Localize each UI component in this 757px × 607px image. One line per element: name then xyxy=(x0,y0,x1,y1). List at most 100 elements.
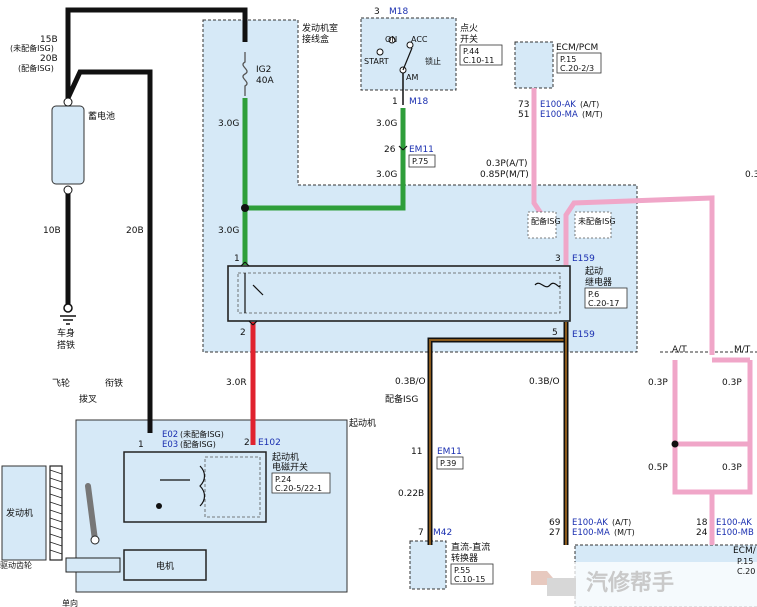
body-ground-icon xyxy=(60,303,76,325)
label-armature: 衔铁 xyxy=(105,377,123,389)
isg-yes-label: 配备ISG xyxy=(531,216,561,226)
rs-ecm: ECM/ xyxy=(733,546,757,556)
shift-fork-icon xyxy=(65,483,121,573)
dcdc-conn-ma-note: (M/T) xyxy=(614,528,635,537)
ign-ref-page: P.44 xyxy=(463,47,479,56)
starter-solenoid xyxy=(123,451,267,523)
ecm-conn-at: E100-AK xyxy=(540,100,576,110)
starter-note-e03: (配备ISG) xyxy=(180,439,216,449)
ign-out-pin: 1 xyxy=(392,97,398,107)
wire-b-o-left xyxy=(427,322,569,545)
ign-em-ref: P.75 xyxy=(412,157,428,166)
dcdc-pin-27: 27 xyxy=(549,528,560,538)
dcdc-wire-022b: 0.22B xyxy=(398,489,424,499)
ecm-ref-code: C.20-2/3 xyxy=(560,64,594,73)
label-20b: 20B xyxy=(40,54,58,64)
rs-w2: 0.3P xyxy=(722,378,742,388)
ign-title-1: 点火 xyxy=(460,23,478,34)
rs-w1: 0.3P xyxy=(648,378,668,388)
ign-pin: 3 xyxy=(374,7,380,17)
bottom-cut-label: 单向 xyxy=(62,598,78,607)
rs-conn-mb: E100-MB xyxy=(716,528,754,538)
rs-ref-code: C.20 xyxy=(737,567,755,576)
ground-label-1: 车身 xyxy=(57,327,75,339)
fuse-ig2 xyxy=(242,52,248,96)
ign-title-2: 开关 xyxy=(460,33,478,45)
ign-pos-start: START xyxy=(364,57,389,66)
dcdc-em-pin: 11 xyxy=(411,447,422,457)
wire-15b xyxy=(65,7,248,98)
rs-pin-18: 18 xyxy=(696,518,708,528)
rs-pin-24: 24 xyxy=(696,528,708,538)
label-15b: 15B xyxy=(40,35,58,45)
label-15b-note: (未配备ISG) xyxy=(10,43,54,53)
starter-conn-e03: E03 xyxy=(162,440,178,450)
ign-em-pin: 26 xyxy=(384,145,396,155)
ignition-switch-box xyxy=(360,17,457,91)
ecm-wire-at: 0.3P(A/T) xyxy=(486,159,527,169)
rs-conn-ak: E100-AK xyxy=(716,518,752,528)
relay-title-1: 起动 xyxy=(585,266,603,277)
rs-at: A/T xyxy=(672,345,687,355)
starter-motor xyxy=(123,549,207,581)
drive-gear-label: 驱动齿轮 xyxy=(0,560,32,570)
relay-ref-page: P.6 xyxy=(588,290,599,299)
relay-pin-5: 5 xyxy=(552,328,558,338)
ecm-edge-text: 0.3 xyxy=(745,170,757,180)
starter-box xyxy=(75,419,348,593)
ecm-ref-page: P.15 xyxy=(560,55,576,64)
relay-pin-2: 2 xyxy=(240,328,246,338)
ground-label-2: 搭铁 xyxy=(57,339,75,351)
ign-wire-2: 3.0G xyxy=(376,170,397,180)
relay-pin-1: 1 xyxy=(234,254,240,264)
starter-conn-e102: E102 xyxy=(258,438,281,448)
relay-switch-icon xyxy=(244,273,561,313)
junction-title-2: 接线盒 xyxy=(302,33,329,45)
relay-conn-5: E159 xyxy=(572,330,595,340)
dcdc-pin-7: 7 xyxy=(418,528,424,538)
sol-ref-page: P.24 xyxy=(275,475,291,484)
ecm-conn-at-note: (A/T) xyxy=(580,100,599,109)
relay-ref-code: C.20-17 xyxy=(588,299,619,308)
label-10b: 10B xyxy=(43,226,61,236)
dcdc-em-ref: P.39 xyxy=(440,459,456,468)
motor-label: 电机 xyxy=(156,560,174,572)
dcdc-box xyxy=(409,540,447,590)
ign-pos-am: AM xyxy=(406,73,418,82)
label-starter: 起动机 xyxy=(349,417,376,429)
ecm-conn-mt-note: (M/T) xyxy=(582,110,603,119)
ecm-pin-mt: 51 xyxy=(518,110,529,120)
sol-title-1: 起动机 xyxy=(272,451,299,463)
starter-conn-e02: E02 xyxy=(162,430,178,440)
watermark-text: 汽修帮手 xyxy=(586,570,674,596)
dcdc-ref-code: C.10-15 xyxy=(454,575,485,584)
dcdc-em-connector: EM11 xyxy=(437,447,462,457)
battery-label: 蓄电池 xyxy=(88,110,115,122)
ign-wire-1: 3.0G xyxy=(376,119,397,129)
dcdc-title-2: 转换器 xyxy=(451,552,478,564)
watermark-logo-icon xyxy=(531,571,576,596)
wire-0-3p-ecm xyxy=(531,88,545,217)
wire-label-3r: 3.0R xyxy=(226,378,247,388)
starter-pin-1: 1 xyxy=(138,440,144,450)
ecm-pin-at: 73 xyxy=(518,100,529,110)
rs-w4: 0.3P xyxy=(722,463,742,473)
battery-symbol xyxy=(51,105,85,185)
rs-ref-page: P.15 xyxy=(737,557,753,566)
dcdc-conn-ak: E100-AK xyxy=(572,518,608,528)
sol-title-2: 电磁开关 xyxy=(272,461,308,473)
dcdc-wire-right: 0.3B/O xyxy=(529,377,560,387)
dcdc-conn-ma: E100-MA xyxy=(572,528,610,538)
fuse-name: IG2 xyxy=(256,65,271,75)
wire-3g-ignition xyxy=(245,108,406,211)
dcdc-conn-ak-note: (A/T) xyxy=(612,518,631,527)
ign-pos-lock: 锁止 xyxy=(425,56,441,66)
engine-label: 发动机 xyxy=(6,507,33,519)
relay-pin-3: 3 xyxy=(555,254,561,264)
engine-block xyxy=(1,465,47,561)
isg-no-label: 未配备ISG xyxy=(578,216,616,226)
label-20b-down: 20B xyxy=(126,226,144,236)
dcdc-isg-label: 配备ISG xyxy=(385,393,418,405)
ign-ref-code: C.10-11 xyxy=(463,56,494,65)
